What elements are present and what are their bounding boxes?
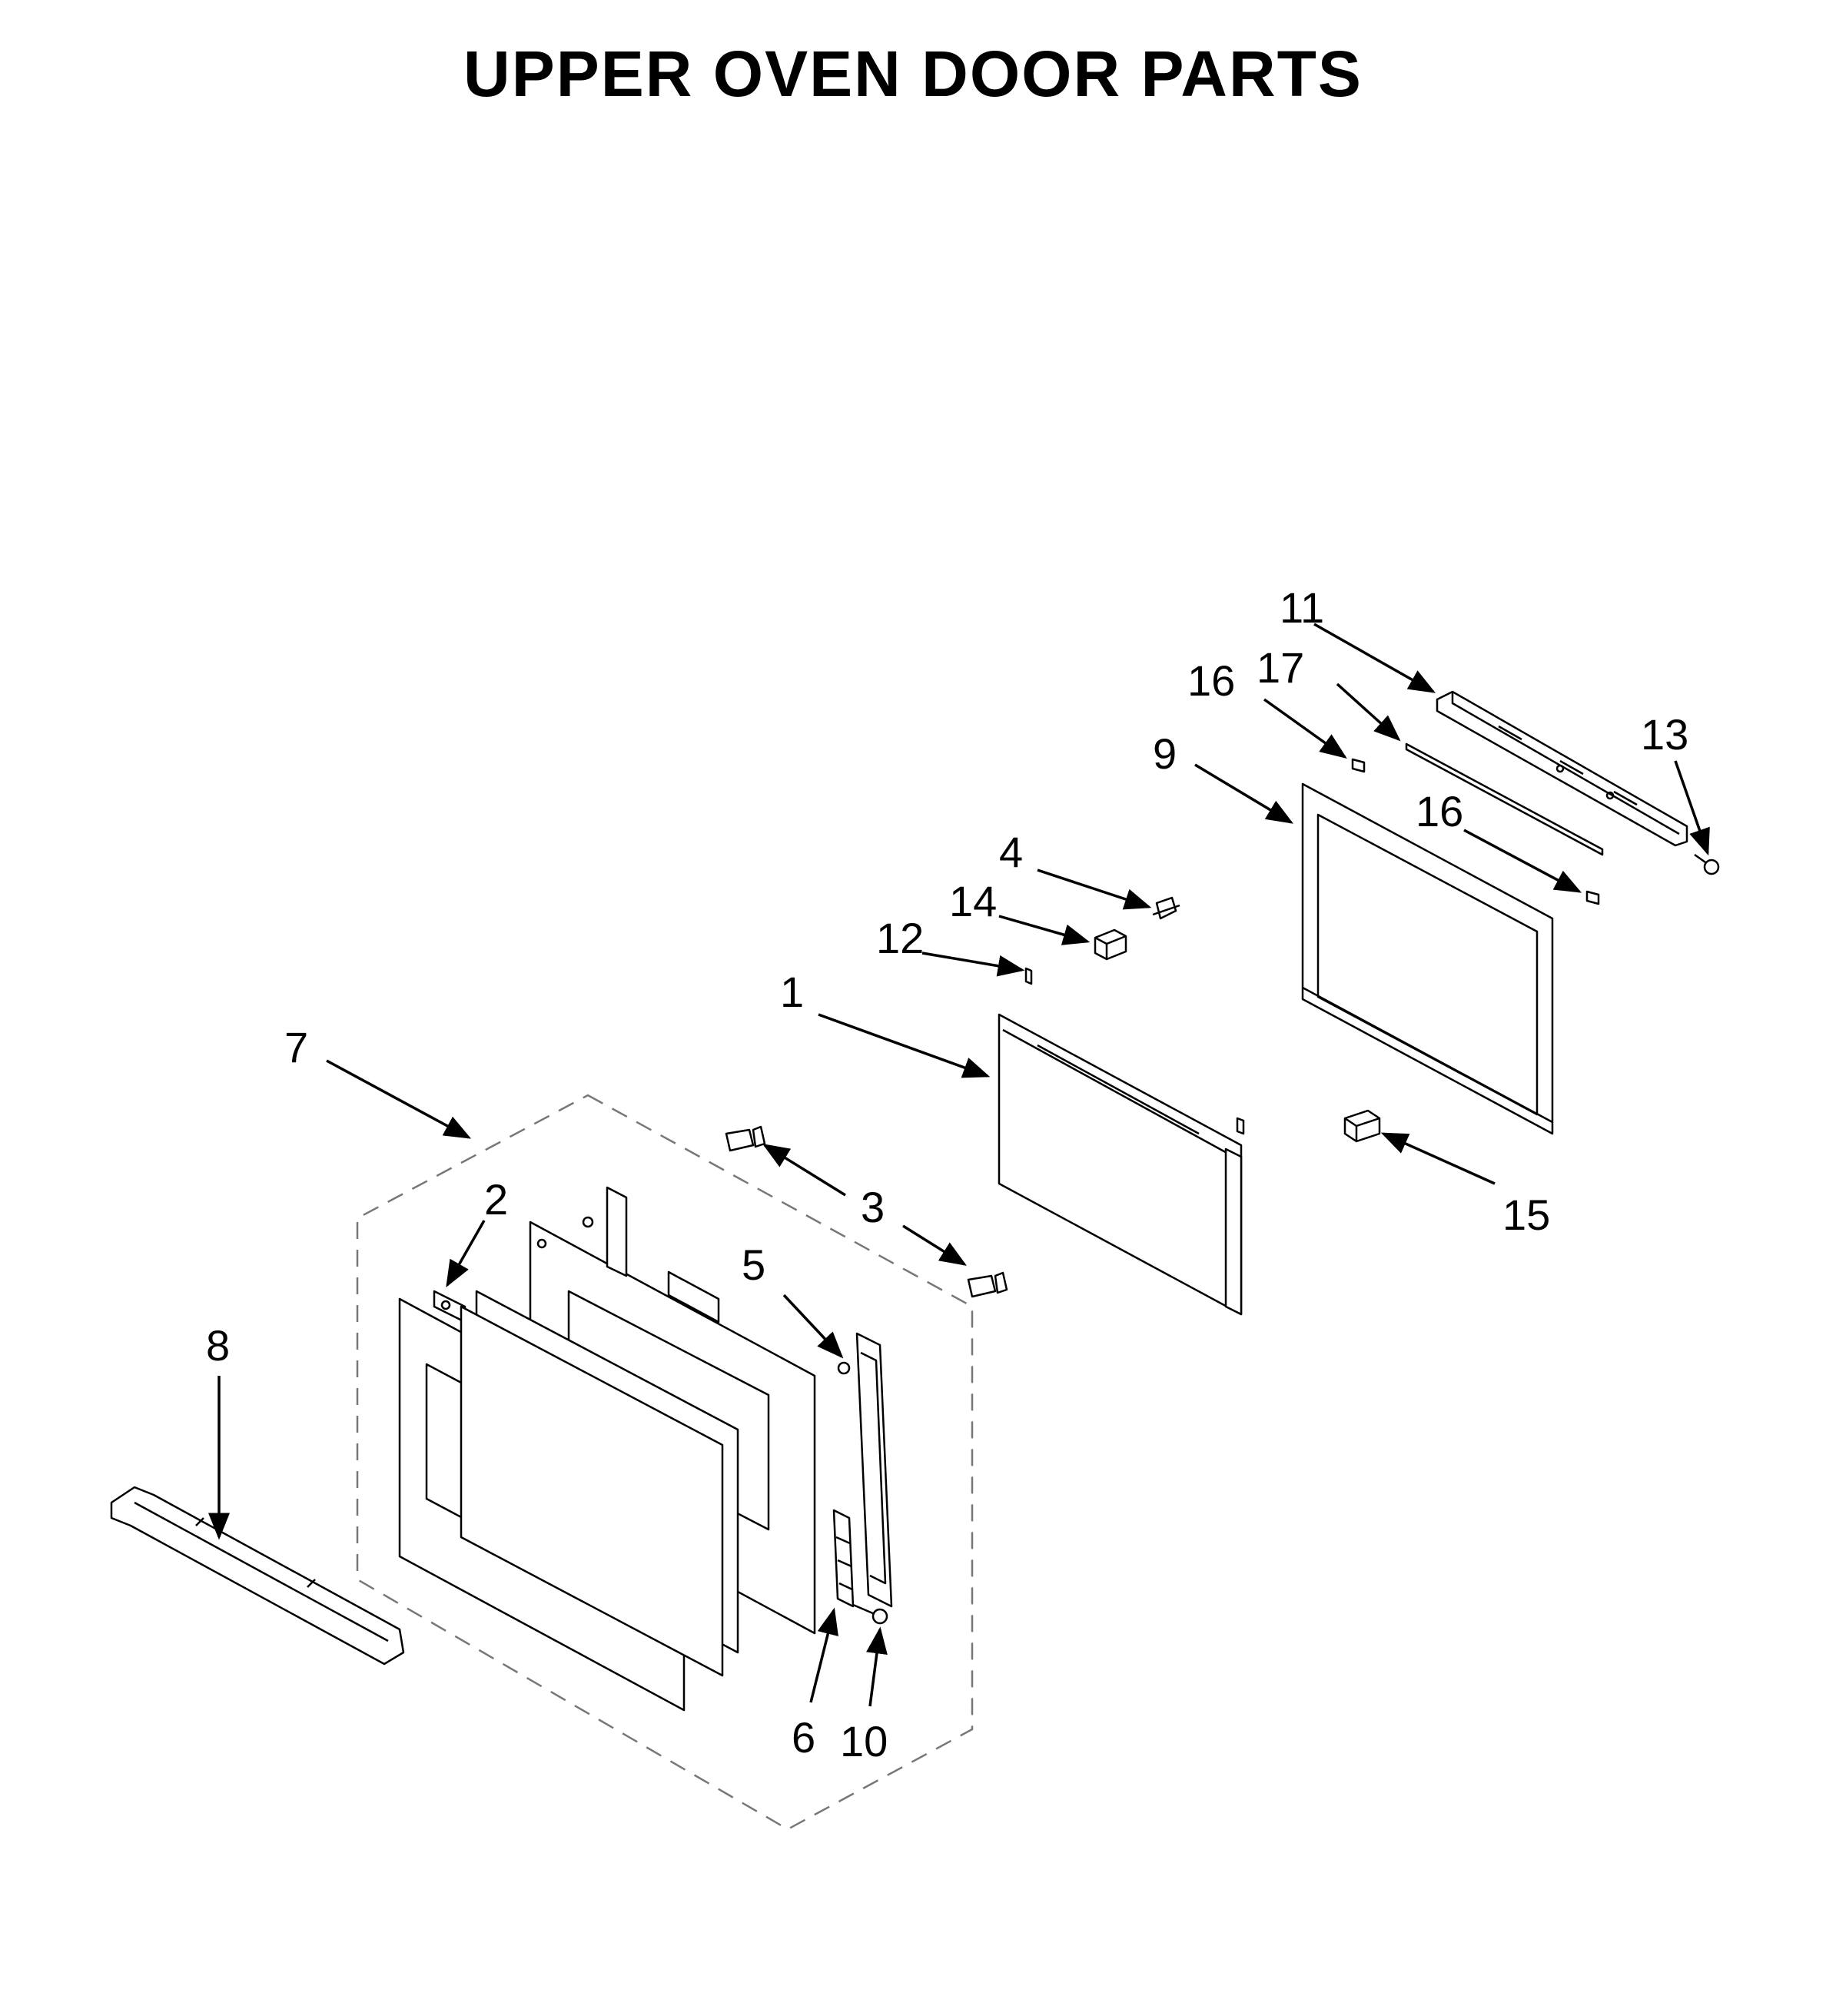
- door-channel-bracket: [536, 1186, 720, 1324]
- part-8-handle: [110, 1486, 405, 1666]
- part-10-screw: [852, 1603, 888, 1625]
- callout-16-lower: 16: [1416, 787, 1463, 835]
- callout-6: 6: [792, 1713, 815, 1762]
- part-9-glass-panel: [1301, 782, 1554, 1135]
- callout-13: 13: [1641, 710, 1688, 759]
- part-3-screws: [725, 1125, 1008, 1298]
- callout-15: 15: [1502, 1191, 1550, 1239]
- callout-9: 9: [1153, 729, 1177, 778]
- callout-3: 3: [861, 1183, 885, 1231]
- callout-14: 14: [949, 877, 997, 925]
- inner-glass-layers: [460, 1221, 816, 1677]
- part-11-vent-trim: [1436, 690, 1688, 847]
- callout-4: 4: [999, 828, 1023, 876]
- part-14-block: [1094, 928, 1127, 961]
- callout-7: 7: [284, 1023, 308, 1071]
- callout-12: 12: [876, 914, 924, 962]
- callout-2: 2: [484, 1175, 508, 1224]
- part-15-block: [1343, 1109, 1381, 1143]
- callout-8: 8: [206, 1321, 230, 1370]
- callout-10: 10: [840, 1717, 888, 1765]
- callout-1: 1: [780, 968, 804, 1016]
- part-6-hinge: [832, 1509, 855, 1608]
- part-16-spacer-upper: [1351, 758, 1366, 773]
- part-5-side-rail: [837, 1332, 893, 1608]
- callout-5: 5: [742, 1240, 765, 1289]
- part-17-seal: [1405, 742, 1604, 856]
- callout-17: 17: [1257, 643, 1304, 692]
- part-1-inner-door-frame: [998, 1013, 1245, 1316]
- part-12-clip: [1024, 967, 1033, 985]
- part-13-screw: [1694, 853, 1720, 875]
- leader-lines: [208, 623, 1710, 1707]
- callout-11: 11: [1280, 583, 1324, 632]
- part-16-spacer-lower: [1585, 890, 1600, 905]
- callout-16-upper: 16: [1187, 656, 1235, 705]
- part-4-bracket: [1152, 896, 1180, 920]
- diagram-title: UPPER OVEN DOOR PARTS: [463, 38, 1363, 110]
